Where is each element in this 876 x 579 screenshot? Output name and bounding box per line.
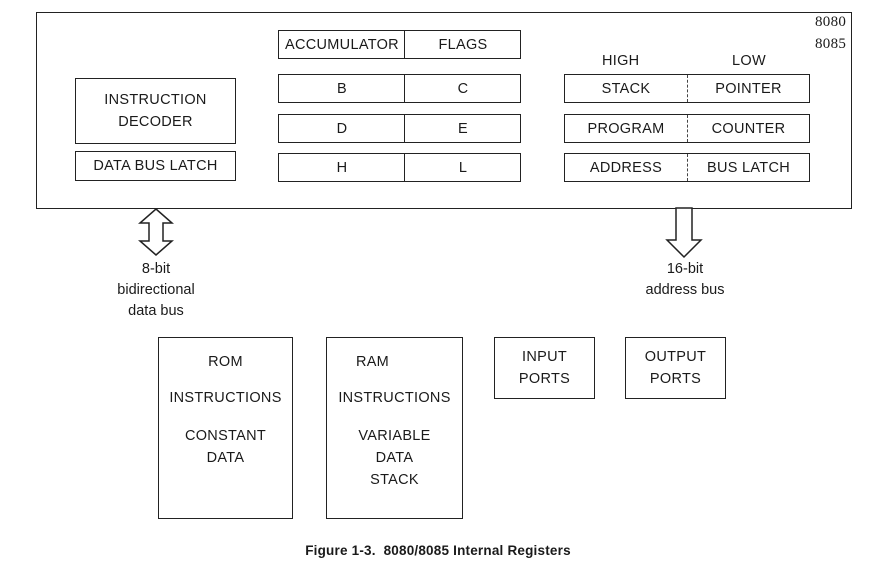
program-counter-high: PROGRAM — [587, 120, 665, 137]
address-bus-label: 16-bit address bus — [630, 259, 740, 301]
register-accumulator-flags: ACCUMULATOR FLAGS — [278, 30, 521, 59]
high-label: HIGH — [602, 53, 640, 69]
output-ports-line-2: PORTS — [649, 371, 702, 387]
rom-data: DATA — [206, 450, 245, 466]
address-bus-label-line-1: 16-bit — [666, 261, 704, 277]
ram-block: RAM INSTRUCTIONS VARIABLE DATA STACK — [326, 337, 463, 519]
register-flags: FLAGS — [438, 36, 488, 53]
address-latch-high: ADDRESS — [589, 159, 663, 176]
register-address-bus-latch: ADDRESS BUS LATCH — [564, 153, 810, 182]
stack-pointer-high: STACK — [601, 80, 651, 97]
instruction-decoder-line-1: INSTRUCTION — [104, 92, 207, 108]
rom-title: ROM — [208, 354, 243, 370]
address-latch-low: BUS LATCH — [706, 159, 790, 176]
data-bus-latch: DATA BUS LATCH — [75, 151, 236, 181]
register-d: D — [336, 120, 348, 137]
register-c: C — [457, 80, 469, 97]
register-b: B — [337, 80, 347, 97]
data-bus-label-line-2: bidirectional — [117, 282, 195, 298]
register-pair-de: D E — [278, 114, 521, 143]
register-pair-bc: B C — [278, 74, 521, 103]
low-label: LOW — [732, 53, 766, 69]
data-bus-label-line-1: 8-bit — [141, 261, 171, 277]
register-h: H — [336, 159, 348, 176]
instruction-decoder-line-2: DECODER — [118, 114, 193, 130]
input-ports-line-2: PORTS — [518, 371, 571, 387]
data-bus-latch-label: DATA BUS LATCH — [93, 158, 218, 174]
register-pair-hl: H L — [278, 153, 521, 182]
ram-instructions: INSTRUCTIONS — [338, 390, 451, 406]
output-ports-line-1: OUTPUT — [644, 349, 707, 365]
program-counter-low: COUNTER — [711, 120, 786, 137]
register-accumulator: ACCUMULATOR — [285, 36, 399, 53]
ram-data: DATA — [375, 450, 414, 466]
rom-block: ROM INSTRUCTIONS CONSTANT DATA — [158, 337, 293, 519]
data-bus-label: 8-bit bidirectional data bus — [96, 259, 216, 322]
register-e: E — [458, 120, 468, 137]
input-ports-line-1: INPUT — [522, 349, 567, 365]
data-bus-label-line-3: data bus — [128, 303, 184, 319]
address-bus-label-line-2: address bus — [645, 282, 725, 298]
register-program-counter: PROGRAM COUNTER — [564, 114, 810, 143]
data-bus-arrow — [138, 208, 174, 256]
address-bus-arrow — [665, 207, 703, 259]
ram-variable: VARIABLE — [358, 428, 431, 444]
ram-title: RAM — [355, 354, 390, 370]
chip-label-8085: 8085 — [815, 36, 847, 52]
rom-instructions: INSTRUCTIONS — [169, 390, 282, 406]
stack-pointer-low: POINTER — [715, 80, 782, 97]
figure-caption: Figure 1-3. 8080/8085 Internal Registers — [305, 543, 571, 558]
output-ports-block: OUTPUT PORTS — [625, 337, 726, 399]
chip-label-8080: 8080 — [815, 14, 847, 30]
register-l: L — [458, 159, 468, 176]
register-stack-pointer: STACK POINTER — [564, 74, 810, 103]
rom-constant: CONSTANT — [184, 428, 267, 444]
ram-stack: STACK — [370, 472, 419, 488]
input-ports-block: INPUT PORTS — [494, 337, 595, 399]
instruction-decoder: INSTRUCTION DECODER — [75, 78, 236, 144]
